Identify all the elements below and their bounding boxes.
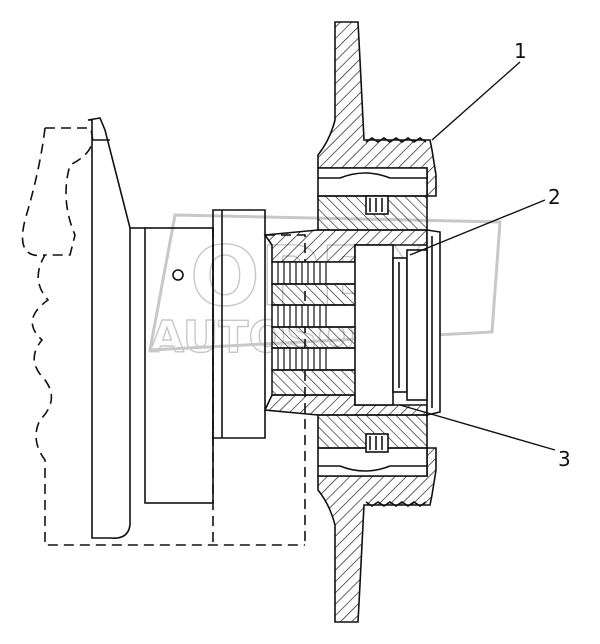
hub [263,229,441,417]
callout-3: 3 [558,447,571,471]
pulley [317,21,437,623]
leader-lines [399,61,556,451]
callout-1: 1 [514,39,527,63]
bolts [271,261,357,396]
engine-block-outline [21,117,305,546]
callout-2: 2 [548,185,561,209]
washer-plate [354,244,428,406]
